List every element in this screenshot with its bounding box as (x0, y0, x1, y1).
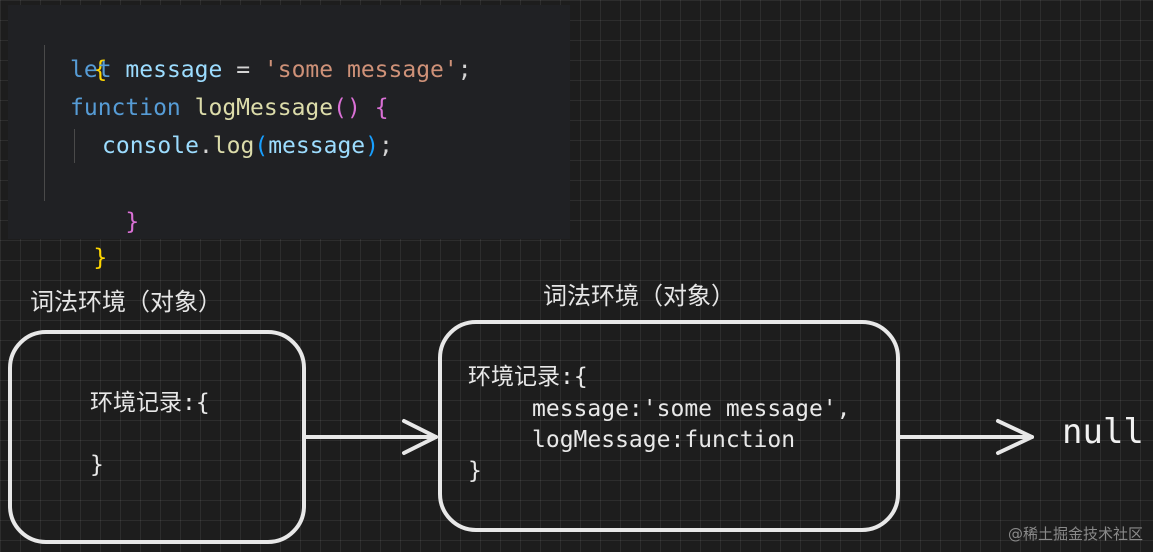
code-line-5: } (70, 165, 139, 235)
code-line-2: let message = 'some message'; (70, 51, 472, 89)
null-label: null (1062, 412, 1144, 452)
env-left-record-open: 环境记录:{ (90, 390, 210, 416)
code-keyword: function (70, 95, 181, 121)
env-right-label: 词法环境（对象） (543, 282, 735, 310)
code-operator: = (222, 57, 264, 83)
code-snippet-panel: { let message = 'some message'; function… (8, 5, 570, 271)
code-paren: ( (254, 133, 269, 159)
indent-guide (74, 129, 75, 163)
code-paren: () (333, 95, 361, 121)
code-object: console (102, 133, 199, 159)
code-argument: message (268, 133, 366, 159)
code-brace: { (374, 95, 389, 121)
env-right-record-close: } (468, 458, 482, 484)
code-dot: . (198, 133, 213, 159)
env-right-record-open: 环境记录:{ (468, 364, 588, 390)
watermark: @稀土掘金技术社区 (1007, 525, 1143, 543)
code-open-brace: { (93, 57, 108, 83)
code-close-brace: } (93, 245, 108, 271)
env-right-box: 环境记录:{ message:'some message', logMessag… (438, 320, 900, 532)
code-method: log (212, 133, 255, 159)
arrow-left-to-right (304, 419, 438, 455)
env-right-entry-logmessage: logMessage:function (532, 427, 796, 453)
code-function-name: logMessage (194, 95, 334, 121)
indent-guide (44, 45, 45, 201)
code-string: 'some message' (263, 57, 458, 83)
code-line-6: } (38, 201, 107, 271)
code-semicolon: ; (379, 133, 393, 159)
code-line-3: function logMessage() { (70, 89, 389, 127)
code-brace: } (125, 209, 140, 235)
code-line-1: { (38, 13, 107, 83)
env-right-entry-message: message:'some message', (532, 396, 851, 422)
code-keyword: let (70, 57, 112, 83)
code-line-4: console.log(message); (102, 127, 393, 165)
code-variable: message (125, 57, 223, 83)
env-left-label: 词法环境（对象） (30, 288, 222, 316)
code-semicolon: ; (457, 57, 472, 83)
arrow-right-to-null (898, 419, 1034, 455)
env-left-record-close: } (90, 452, 104, 478)
code-paren: ) (365, 133, 379, 159)
